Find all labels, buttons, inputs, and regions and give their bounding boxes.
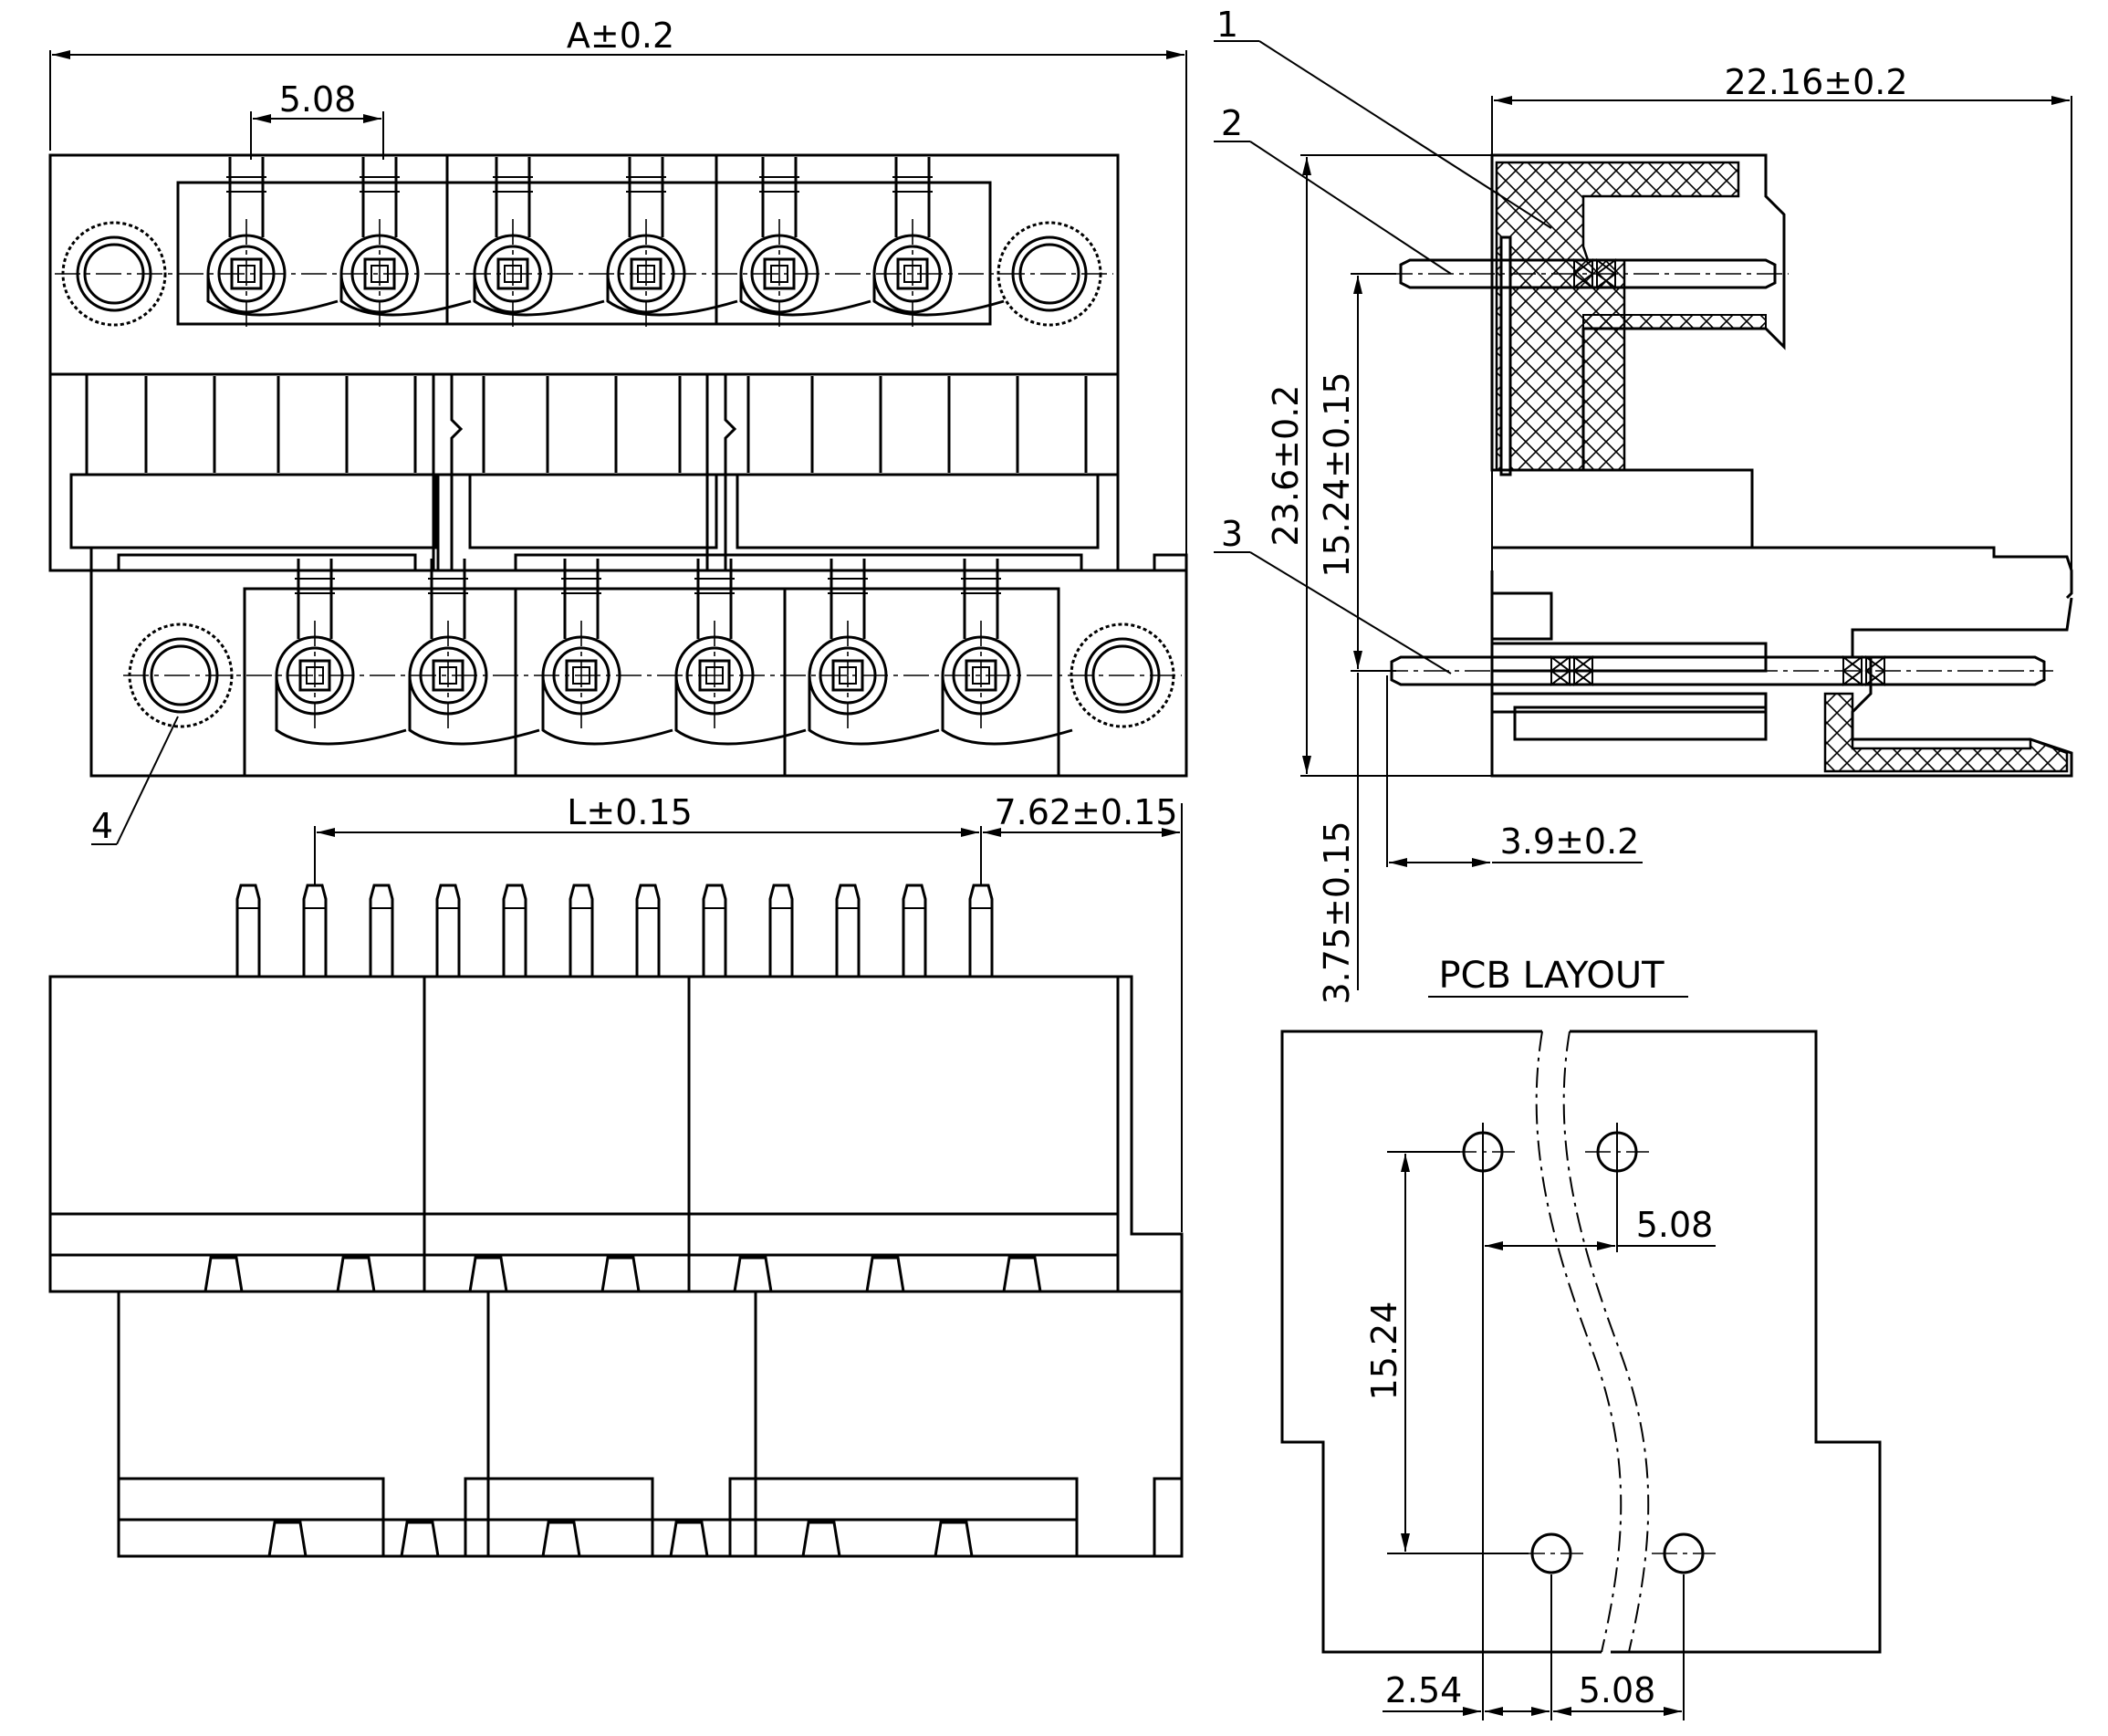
header-pins <box>235 884 994 977</box>
header-pin <box>902 884 927 977</box>
callout-2: 2 <box>1221 103 1243 143</box>
header-pin <box>768 884 794 977</box>
latch-window <box>865 1256 905 1292</box>
latch-window <box>336 1256 376 1292</box>
dim-l-label: L±0.15 <box>567 792 693 832</box>
dim-a-label: A±0.2 <box>567 16 674 56</box>
latch-window <box>1002 1256 1042 1292</box>
pcb-layout: PCB LAYOUT 5.08 15.2 <box>1280 955 1882 1720</box>
dim-row-spacing-label: 15.24±0.15 <box>1317 371 1357 577</box>
header-pin <box>235 884 261 977</box>
dim-depth-label: 22.16±0.2 <box>1724 62 1907 102</box>
upper-contact-clip <box>1572 258 1617 289</box>
latch-window <box>267 1521 308 1557</box>
header-pin <box>369 884 394 977</box>
dim-pin-below-label: 3.75±0.15 <box>1317 821 1357 1004</box>
latch-window <box>400 1521 440 1557</box>
latch-window <box>203 1256 244 1292</box>
latch-windows-upper <box>203 1256 1042 1292</box>
latch-window <box>733 1256 773 1292</box>
latch-window <box>468 1256 508 1292</box>
terminal-position <box>275 559 407 746</box>
terminal-position <box>941 559 1073 746</box>
lower-contact-clips <box>1550 655 1886 686</box>
pcb-pitch-bottom-label: 5.08 <box>1579 1670 1656 1710</box>
header-pin <box>302 884 328 977</box>
dim-pin-offset-label: 3.9±0.2 <box>1500 821 1640 862</box>
side-view: 22.16±0.2 23.6±0.2 15.24±0.15 3.75±0.15 … <box>1214 5 2073 1005</box>
header-pin <box>435 884 461 977</box>
pcb-hole-4 <box>1652 1532 1716 1574</box>
dim-pitch-top-label: 5.08 <box>279 79 357 120</box>
housing-ribs <box>144 376 1088 473</box>
latch-window <box>541 1521 581 1557</box>
terminal-position <box>808 559 940 746</box>
pcb-pitch-label: 5.08 <box>1636 1205 1714 1245</box>
header-pin <box>569 884 594 977</box>
header-pin <box>968 884 994 977</box>
bottom-view: L±0.15 7.62±0.15 <box>48 792 1184 1558</box>
latch-window <box>801 1521 841 1557</box>
latch-window <box>600 1256 641 1292</box>
header-pin <box>702 884 727 977</box>
header-pin <box>835 884 861 977</box>
pcb-layout-title: PCB LAYOUT <box>1438 955 1664 997</box>
latch-windows-lower <box>267 1521 974 1557</box>
callout-1: 1 <box>1216 5 1238 45</box>
latch-window <box>934 1521 974 1557</box>
pcb-offset-label: 2.54 <box>1385 1670 1463 1710</box>
header-pin <box>635 884 661 977</box>
pcb-hole-3 <box>1519 1532 1583 1574</box>
bottom-terminal-row <box>275 559 1073 746</box>
dim-height-label: 23.6±0.2 <box>1266 385 1306 547</box>
latch-window <box>669 1521 709 1557</box>
dim-pin-end-label: 7.62±0.15 <box>994 792 1177 832</box>
terminal-position <box>674 559 807 746</box>
callout-3: 3 <box>1221 514 1243 554</box>
terminal-position <box>408 559 540 746</box>
callout-4: 4 <box>91 806 113 846</box>
header-pin <box>502 884 527 977</box>
pcb-row-spacing-label: 15.24 <box>1364 1302 1404 1401</box>
terminal-position <box>541 559 673 746</box>
front-view: A±0.2 5.08 <box>48 16 1188 846</box>
